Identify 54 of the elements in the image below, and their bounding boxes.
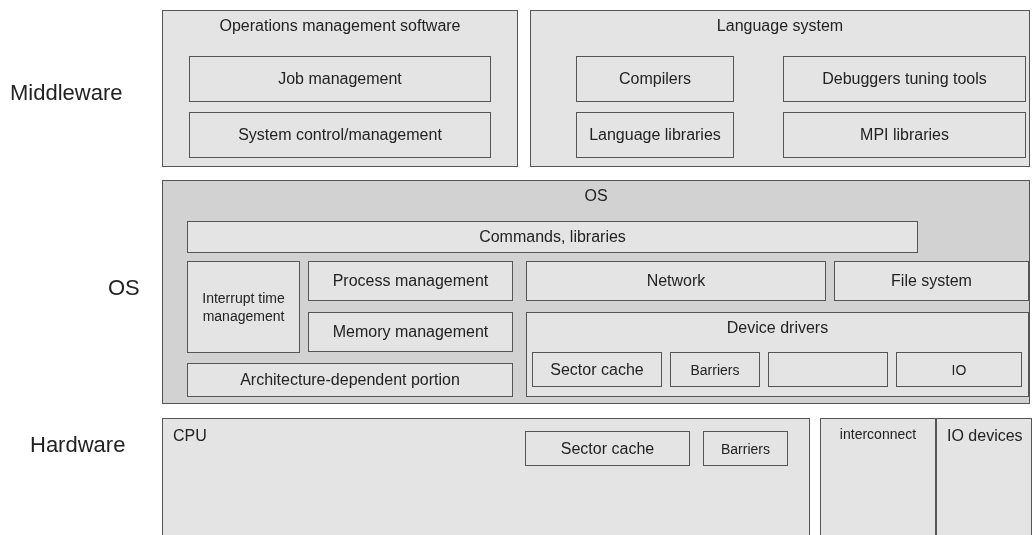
- layer-panel: [526, 312, 1029, 397]
- module-box: [834, 261, 1029, 301]
- module-label: Sector cache: [560, 439, 655, 458]
- module-label: Sector cache: [550, 360, 644, 379]
- module-box: [187, 221, 918, 253]
- module-box: [670, 352, 760, 387]
- module-box: [526, 261, 826, 301]
- module-box: [525, 431, 690, 466]
- module-box: [187, 363, 513, 397]
- module-label: File system: [891, 272, 972, 290]
- layer-panel: [162, 180, 1030, 404]
- module-box: [576, 112, 734, 158]
- module-label: Barriers: [690, 360, 740, 379]
- module-label: Interrupt time management: [201, 289, 286, 325]
- module-label: Debuggers tuning tools: [822, 70, 987, 88]
- layer-panel: [936, 418, 1032, 535]
- module-box: [783, 56, 1026, 102]
- layer-label: Hardware: [30, 432, 126, 458]
- module-box: [189, 112, 491, 158]
- panel-title: Operations management software: [219, 17, 461, 35]
- layer-panel: [530, 10, 1030, 167]
- module-box: [896, 352, 1022, 387]
- panel-title: Language system: [716, 17, 844, 35]
- module-label: Job management: [278, 70, 402, 88]
- module-box: [308, 261, 513, 301]
- panel-title: CPU: [173, 427, 207, 445]
- module-box: [532, 352, 662, 387]
- module-label: Compilers: [619, 70, 691, 88]
- module-label: Network: [646, 272, 706, 290]
- module-box: [703, 431, 788, 466]
- module-label: MPI libraries: [860, 126, 949, 144]
- module-label: IO: [951, 360, 967, 379]
- module-box: [308, 312, 513, 352]
- layer-panel: [162, 418, 810, 535]
- module-box: [187, 261, 300, 353]
- panel-title: interconnect: [839, 425, 917, 443]
- panel-title: IO devices: [947, 427, 1023, 445]
- layer-panel: [162, 10, 518, 167]
- layer-panel: [820, 418, 936, 535]
- module-label: Commands, libraries: [479, 228, 626, 246]
- module-box: [576, 56, 734, 102]
- module-box: [768, 352, 888, 387]
- module-label: Memory management: [332, 323, 489, 341]
- module-box: [783, 112, 1026, 158]
- layer-label: OS: [108, 275, 140, 301]
- module-label: Architecture-dependent portion: [240, 371, 460, 389]
- module-label: Barriers: [721, 439, 770, 458]
- module-label: Process management: [332, 272, 489, 290]
- panel-title: OS: [584, 187, 608, 205]
- module-label: System control/management: [238, 126, 442, 144]
- module-box: [189, 56, 491, 102]
- module-label: Language libraries: [589, 126, 721, 144]
- panel-title: Device drivers: [726, 319, 829, 337]
- layer-label: Middleware: [10, 80, 123, 106]
